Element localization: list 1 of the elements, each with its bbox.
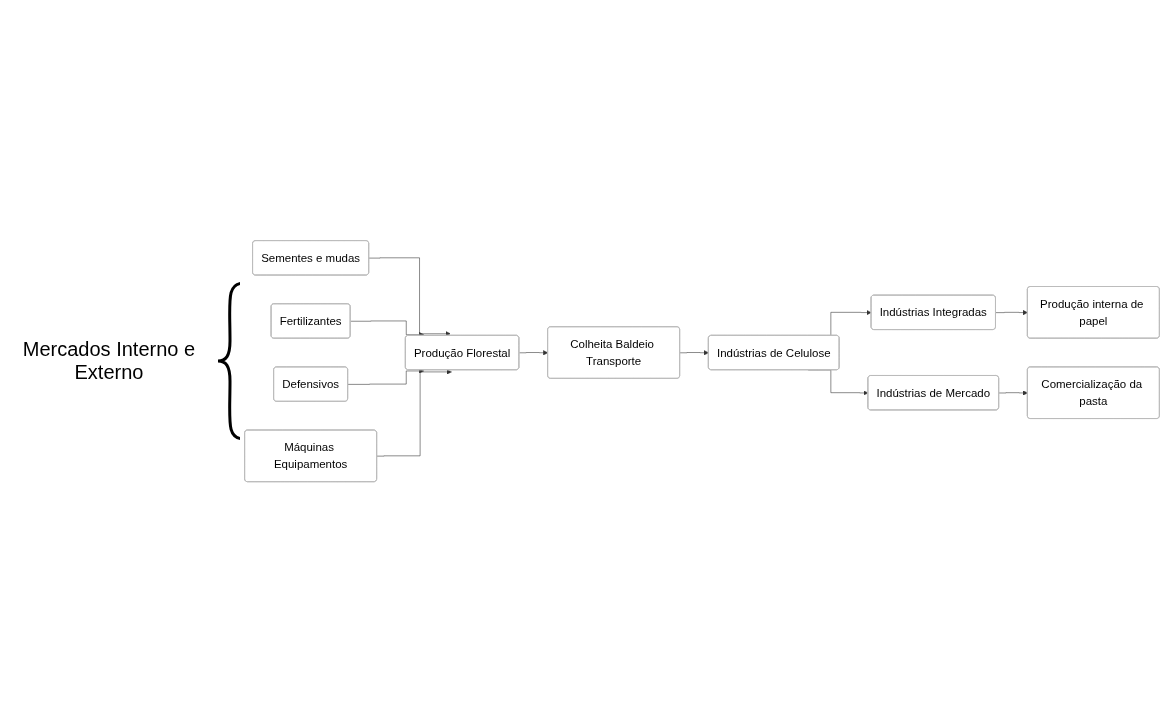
note-text: Mercados Interno e Externo	[21, 338, 197, 384]
